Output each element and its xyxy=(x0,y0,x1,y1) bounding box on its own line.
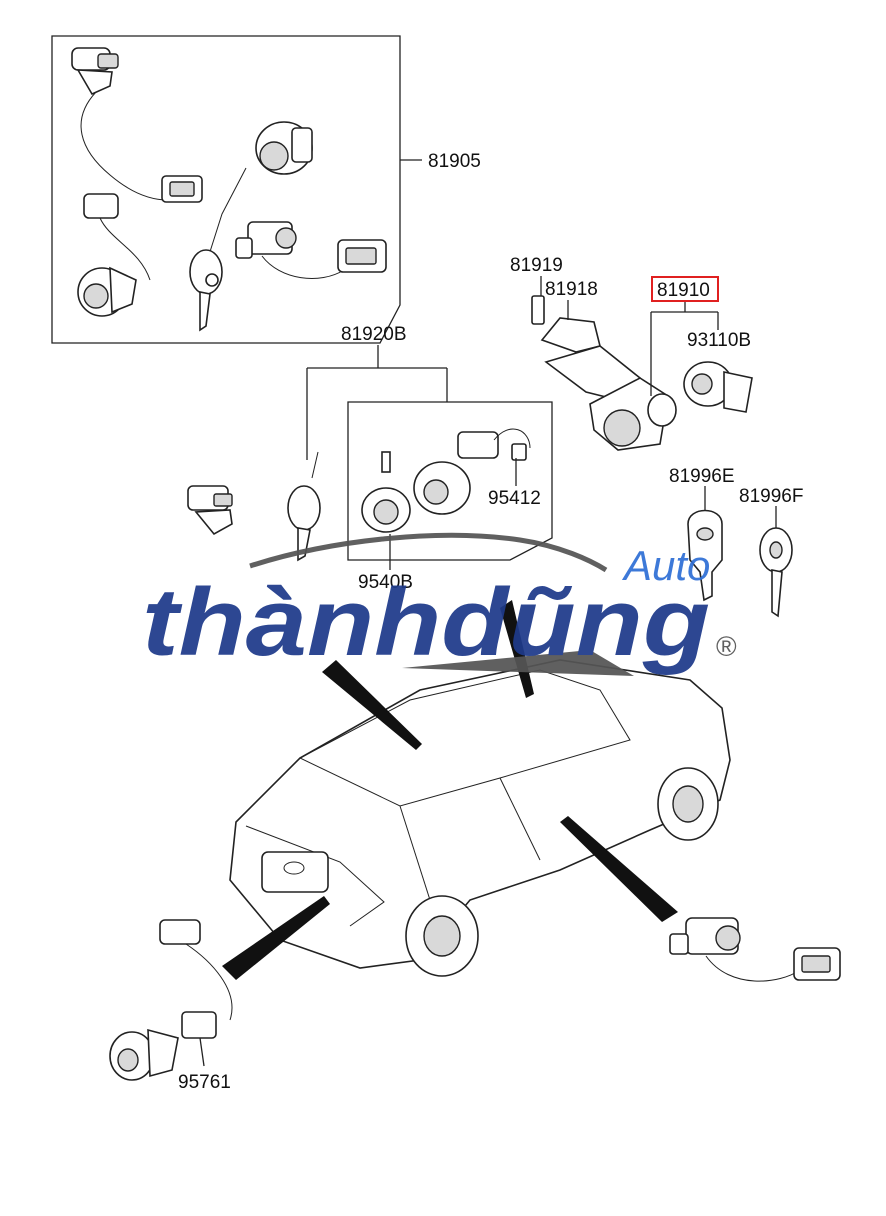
door-lock-bottom-icon xyxy=(669,917,841,982)
key-81996E-icon xyxy=(687,509,723,602)
watermark-swoosh xyxy=(249,532,608,573)
label-81920B: 81920B xyxy=(341,324,407,345)
watermark-car-roof xyxy=(402,650,634,676)
door-lock-assembly-icon xyxy=(235,221,387,279)
lock-assembly-small-icon xyxy=(187,485,233,536)
watermark-logo: thànhdũng Auto ® xyxy=(142,532,737,676)
immobilizer-antenna-icon xyxy=(361,451,411,533)
label-95412: 95412 xyxy=(488,488,541,509)
label-81910: 81910 xyxy=(657,280,710,301)
highlight-81910-box xyxy=(651,276,719,302)
watermark-brand-sub: Auto xyxy=(621,542,710,589)
trunk-lock-cylinder-bottom-icon xyxy=(109,919,233,1081)
watermark-registered-mark: ® xyxy=(716,631,737,662)
label-81996E: 81996E xyxy=(669,466,735,487)
ignition-cylinder-kit-icon xyxy=(413,428,531,515)
label-95761: 95761 xyxy=(178,1072,231,1093)
key-81996F-icon xyxy=(759,527,793,618)
kit-81920B-bracket xyxy=(306,345,553,561)
transponder-key-icon xyxy=(287,451,321,562)
pointer-wedges xyxy=(222,600,678,980)
key-fob-icon xyxy=(189,167,247,332)
kit-81905-box xyxy=(51,35,422,344)
label-81918: 81918 xyxy=(545,279,598,300)
watermark-brand-main: thànhdũng xyxy=(142,569,710,676)
key-warning-switch-icon xyxy=(683,361,753,413)
door-lock-actuator-icon xyxy=(71,47,203,203)
label-93110B: 93110B xyxy=(687,330,751,351)
label-81996F: 81996F xyxy=(739,486,803,507)
label-81905: 81905 xyxy=(428,151,481,172)
trunk-lock-cylinder-icon xyxy=(77,193,151,317)
label-81919: 81919 xyxy=(510,255,563,276)
steering-column-bracket-icon xyxy=(531,295,677,451)
car-body-outline xyxy=(229,659,731,977)
ignition-cylinder-icon xyxy=(255,121,313,175)
label-9540B: 9540B xyxy=(358,572,413,593)
